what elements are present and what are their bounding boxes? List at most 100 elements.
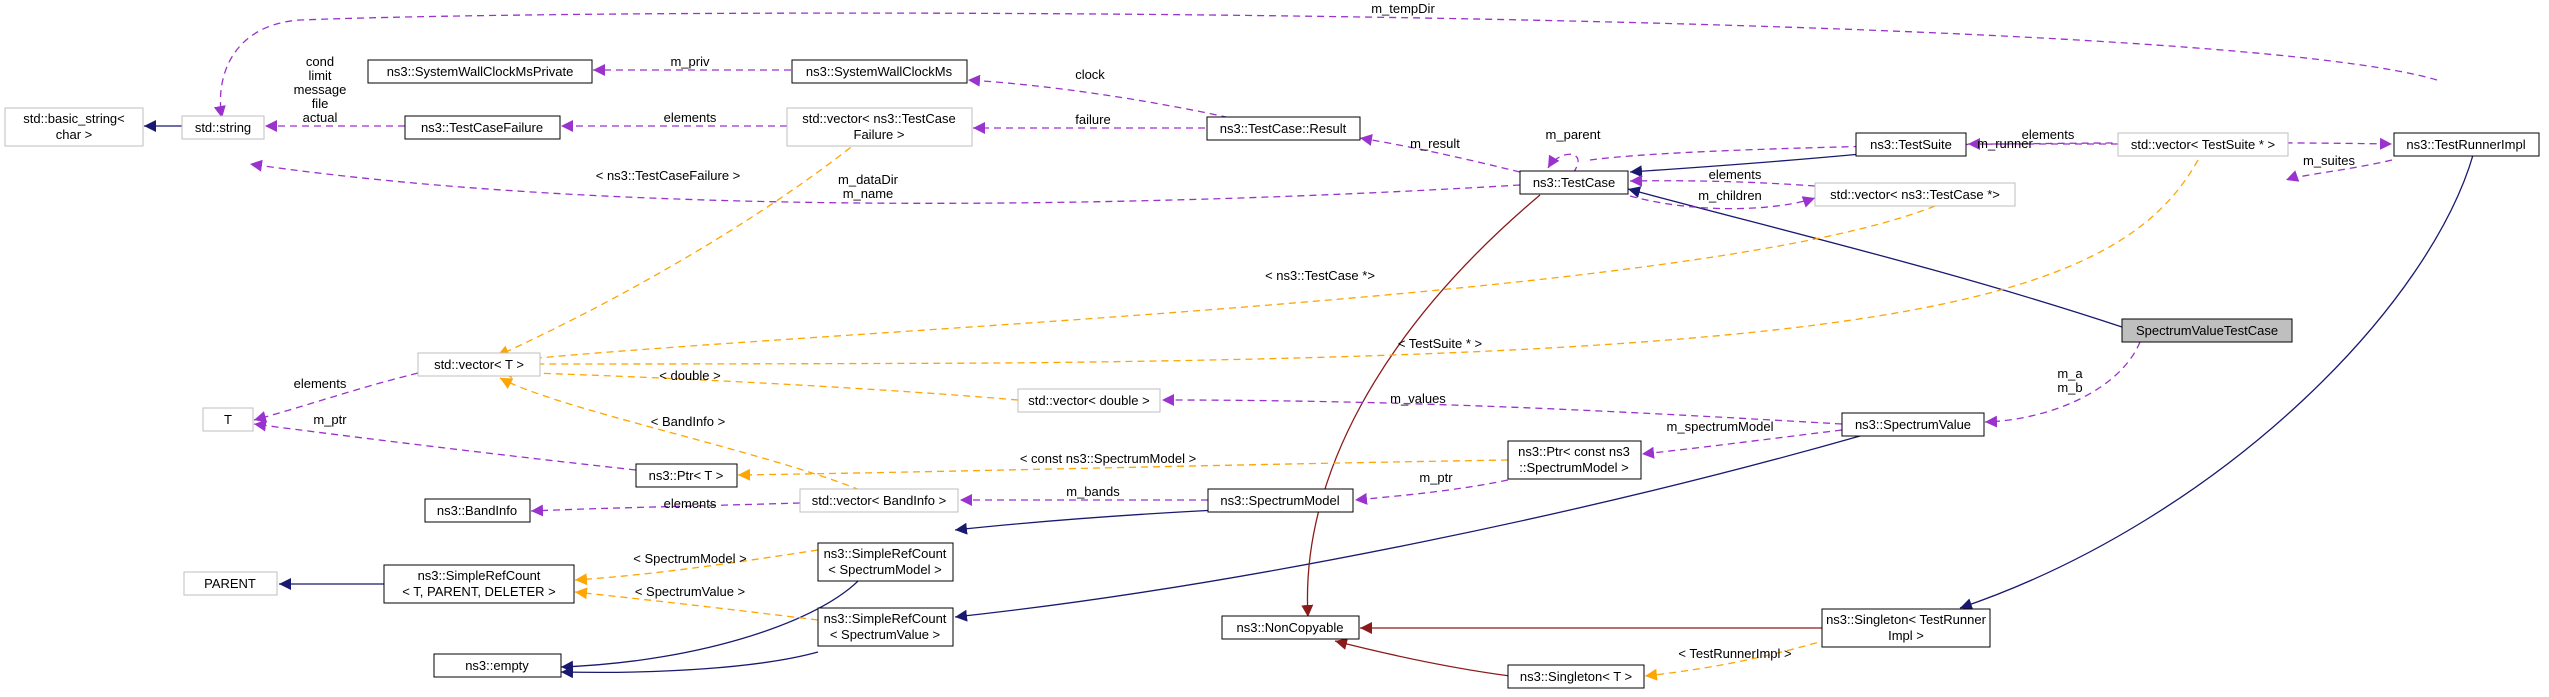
node-std-string[interactable]: std::string xyxy=(181,115,265,140)
label-m-result: m_result xyxy=(1410,136,1460,151)
edge-template-simplerefcount-to-model xyxy=(574,549,819,586)
node-spectrum-value[interactable]: ns3::SpectrumValue xyxy=(1841,412,1985,437)
edge-usage-m-values xyxy=(1161,394,1843,425)
edge-inherit-empty-to-simplerefmodel xyxy=(560,570,868,673)
svg-text:ns3::BandInfo: ns3::BandInfo xyxy=(437,503,517,518)
node-vector-double[interactable]: std::vector< double > xyxy=(1017,388,1161,413)
label-file: file xyxy=(312,96,329,111)
label-failure-elements: elements xyxy=(664,110,717,125)
edge-template-simplerefcount-to-value xyxy=(574,587,819,621)
svg-text:::SpectrumModel >: ::SpectrumModel > xyxy=(1519,460,1628,475)
node-ptr-const-spectrum-model[interactable]: ns3::Ptr< const ns3 ::SpectrumModel > xyxy=(1507,440,1642,480)
svg-text:ns3::SimpleRefCount: ns3::SimpleRefCount xyxy=(824,611,947,626)
label-m-values: m_values xyxy=(1390,391,1446,406)
svg-text:T: T xyxy=(224,412,232,427)
label-m-a: m_a xyxy=(2057,366,2083,381)
svg-text:ns3::Ptr< const ns3: ns3::Ptr< const ns3 xyxy=(1518,444,1630,459)
node-non-copyable[interactable]: ns3::NonCopyable xyxy=(1221,615,1360,640)
svg-text:ns3::SystemWallClockMsPrivate: ns3::SystemWallClockMsPrivate xyxy=(387,64,574,79)
node-test-case-failure[interactable]: ns3::TestCaseFailure xyxy=(404,115,561,140)
node-vector-test-suite-ptr[interactable]: std::vector< TestSuite * > xyxy=(2117,132,2289,157)
node-spectrum-model[interactable]: ns3::SpectrumModel xyxy=(1207,488,1354,513)
label-tpl-double: < double > xyxy=(659,368,720,383)
svg-text:Impl >: Impl > xyxy=(1888,628,1924,643)
label-m-ptr-model: m_ptr xyxy=(1419,470,1453,485)
label-m-priv: m_priv xyxy=(670,54,710,69)
node-simple-ref-count-model[interactable]: ns3::SimpleRefCount < SpectrumModel > xyxy=(817,542,954,582)
edge-labels: m_tempDir m_runner m_suites m_priv clock… xyxy=(294,1,2356,661)
node-vector-test-case-failure[interactable]: std::vector< ns3::TestCase Failure > xyxy=(786,107,973,147)
label-actual: actual xyxy=(303,110,338,125)
edge-template-singleton-to-runner xyxy=(1644,635,1841,681)
svg-text:ns3::Singleton< T >: ns3::Singleton< T > xyxy=(1520,669,1632,684)
edge-private-noncopyable-to-singleton-t xyxy=(1334,638,1511,677)
node-simple-ref-count[interactable]: ns3::SimpleRefCount < T, PARENT, DELETER… xyxy=(383,564,575,604)
node-test-case[interactable]: ns3::TestCase xyxy=(1519,170,1629,195)
svg-text:ns3::TestCase::Result: ns3::TestCase::Result xyxy=(1220,121,1347,136)
label-m-suites: m_suites xyxy=(2303,153,2356,168)
label-vector-elements: elements xyxy=(294,376,347,391)
svg-text:ns3::TestRunnerImpl: ns3::TestRunnerImpl xyxy=(2406,137,2525,152)
edge-usage-children xyxy=(1629,195,1816,210)
label-m-runner: m_runner xyxy=(1977,136,2033,151)
svg-text:ns3::SystemWallClockMs: ns3::SystemWallClockMs xyxy=(806,64,953,79)
svg-text:std::vector< TestSuite * >: std::vector< TestSuite * > xyxy=(2131,137,2275,152)
edge-usage-m-a-m-b xyxy=(1984,341,2141,428)
node-test-suite[interactable]: ns3::TestSuite xyxy=(1855,132,1967,157)
edge-inherit-simplerefmodel-to-spectrummodel xyxy=(954,509,1218,535)
node-t-param[interactable]: T xyxy=(202,407,254,432)
edge-usage-parent-self xyxy=(1547,153,1579,174)
node-system-wall-clock-ms-private[interactable]: ns3::SystemWallClockMsPrivate xyxy=(367,59,593,84)
edge-inherit-singleton-to-runnerimpl xyxy=(1959,139,2478,610)
label-tpl-spectrum-value: < SpectrumValue > xyxy=(635,584,745,599)
edge-usage-m-spectrum-model xyxy=(1641,429,1843,459)
label-testcase-elements: elements xyxy=(1709,167,1762,182)
label-clock: clock xyxy=(1075,67,1105,82)
node-system-wall-clock-ms[interactable]: ns3::SystemWallClockMs xyxy=(791,59,968,84)
node-vector-band-info[interactable]: std::vector< BandInfo > xyxy=(799,488,959,513)
svg-text:ns3::SpectrumValue: ns3::SpectrumValue xyxy=(1855,417,1971,432)
edge-usage-m-ptr-model xyxy=(1354,479,1509,505)
svg-text:Failure >: Failure > xyxy=(854,127,905,142)
svg-text:< T, PARENT, DELETER >: < T, PARENT, DELETER > xyxy=(402,584,555,599)
node-vector-t[interactable]: std::vector< T > xyxy=(417,352,541,377)
svg-text:ns3::Ptr< T >: ns3::Ptr< T > xyxy=(649,468,724,483)
svg-text:ns3::SpectrumModel: ns3::SpectrumModel xyxy=(1220,493,1339,508)
node-simple-ref-count-value[interactable]: ns3::SimpleRefCount < SpectrumValue > xyxy=(817,607,954,647)
label-limit: limit xyxy=(308,68,331,83)
label-cond: cond xyxy=(306,54,334,69)
edge-inherit-empty-to-simplerefvalue xyxy=(560,651,819,679)
label-failure: failure xyxy=(1075,112,1110,127)
edge-usage-result xyxy=(1359,134,1521,173)
edge-usage-vector-elements xyxy=(253,372,419,423)
svg-text:< SpectrumValue >: < SpectrumValue > xyxy=(830,627,940,642)
node-test-runner-impl[interactable]: ns3::TestRunnerImpl xyxy=(2393,132,2540,157)
edge-usage-bandinfo-elements xyxy=(530,502,801,517)
node-empty[interactable]: ns3::empty xyxy=(433,653,562,678)
label-tpl-const-spectrum-model: < const ns3::SpectrumModel > xyxy=(1020,451,1196,466)
node-singleton-runner[interactable]: ns3::Singleton< TestRunner Impl > xyxy=(1821,608,1991,648)
label-suite-elements: elements xyxy=(2022,127,2075,142)
edge-template-ptr-to-const-model xyxy=(737,459,1509,481)
svg-text:std::vector< double >: std::vector< double > xyxy=(1028,393,1149,408)
node-test-case-result[interactable]: ns3::TestCase::Result xyxy=(1206,116,1361,141)
edge-inherit-simplerefvalue-to-spectrumvalue xyxy=(954,435,1861,622)
label-m-b: m_b xyxy=(2057,380,2082,395)
edge-template-vector-to-failure xyxy=(496,139,861,357)
label-m-ptr-t: m_ptr xyxy=(313,412,347,427)
node-vector-test-case-ptr[interactable]: std::vector< ns3::TestCase *> xyxy=(1814,182,2016,207)
label-bandinfo-elements: elements xyxy=(664,496,717,511)
edge-template-vector-to-double xyxy=(499,366,1019,401)
svg-text:std::string: std::string xyxy=(195,120,251,135)
svg-text:ns3::TestSuite: ns3::TestSuite xyxy=(1870,137,1952,152)
label-m-data-dir: m_dataDir xyxy=(838,172,899,187)
node-band-info[interactable]: ns3::BandInfo xyxy=(424,498,531,523)
node-basic-string[interactable]: std::basic_string< char > xyxy=(4,107,144,147)
node-singleton-t[interactable]: ns3::Singleton< T > xyxy=(1507,664,1645,689)
node-parent[interactable]: PARENT xyxy=(183,571,278,596)
label-tpl-test-case-ptr: < ns3::TestCase *> xyxy=(1265,268,1375,283)
node-spectrum-value-test-case[interactable]: SpectrumValueTestCase xyxy=(2121,318,2293,343)
node-ptr-t[interactable]: ns3::Ptr< T > xyxy=(635,463,738,488)
edge-private-noncopyable-to-testcase xyxy=(1301,194,1541,618)
